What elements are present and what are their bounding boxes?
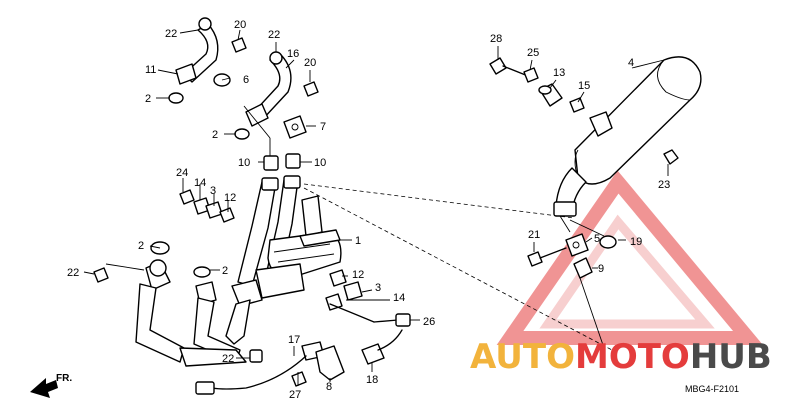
callout-4: 4 [628,57,634,69]
gasket-10-a [263,155,279,171]
callout-11: 11 [145,64,156,76]
collar-3-b [343,281,363,301]
bolt-21 [527,247,567,267]
muffler [553,56,702,233]
callout-24: 24 [176,167,188,179]
callout-20: 20 [234,19,246,31]
callout-2: 2 [222,265,228,277]
nut-12-a [219,207,235,223]
nut-12-b [329,269,347,287]
clamp-7 [283,115,307,139]
front-direction-arrow: FR. [30,373,72,398]
gasket-10-b [285,153,301,169]
callout-3: 3 [210,185,216,197]
lower-pipe-right [225,279,263,345]
watermark-logo [496,170,763,345]
callout-21: 21 [528,229,540,241]
callout-22: 22 [222,353,234,365]
callout-18: 18 [366,374,378,386]
callout-17: 17 [288,334,300,346]
bolt-28 [489,57,529,77]
callout-12: 12 [224,192,236,204]
callout-5: 5 [594,233,600,245]
callout-10: 10 [314,157,326,169]
callout-27: 27 [289,389,301,401]
diagram-code: MBG4-F2101 [685,384,739,394]
front-direction-label: FR. [56,373,72,384]
callout-6: 6 [243,74,249,86]
callout-8: 8 [326,381,332,393]
callout-7: 7 [320,121,326,133]
collar-13 [538,83,563,107]
callout-28: 28 [490,33,502,45]
callout-22: 22 [165,28,177,40]
bolt-20-b [303,81,319,97]
exhaust-collector-1 [237,175,342,299]
callout-14: 14 [194,177,206,189]
callout-3: 3 [375,282,381,294]
gasket-2-a [168,92,184,104]
callout-13: 13 [553,67,565,79]
callout-20: 20 [304,57,316,69]
nut-23 [663,149,679,165]
callout-25: 25 [527,47,539,59]
callout-22: 22 [268,29,280,41]
callout-2: 2 [212,129,218,141]
callout-2: 2 [138,240,144,252]
lower-pipe-middle [179,281,247,367]
sensor-18 [361,329,403,365]
nut-22-bottom [249,349,263,363]
watermark-wordmark: AUTOMOTOHUB [470,337,772,377]
upper-pipe-11 [175,17,219,85]
gasket-5 [565,233,589,257]
callout-14: 14 [393,292,405,304]
callout-10: 10 [238,157,250,169]
callout-16: 16 [287,48,299,60]
callout-2: 2 [145,93,151,105]
washer-15 [569,97,585,113]
bolt-27 [291,371,307,387]
bolt-20-a [231,37,247,53]
watermark-hub: HUB [690,337,772,377]
upper-pipe-16 [245,51,292,127]
nut-22-left [93,267,109,283]
watermark-moto: MOTO [575,337,690,377]
lower-pipe-left [135,259,185,363]
watermark-auto: AUTO [470,337,575,377]
bolt-24 [179,189,195,205]
callout-22: 22 [67,267,79,279]
sensor-26 [329,303,411,327]
callout-15: 15 [578,80,590,92]
svg-text:AUTOMOTOHUB: AUTOMOTOHUB [470,337,772,377]
callout-9: 9 [598,263,604,275]
callout-26: 26 [423,316,435,328]
gasket-19 [599,235,617,249]
leader-lines [83,29,669,386]
callouts: 22 20 11 6 2 22 16 20 2 7 10 10 1 24 14 … [67,19,670,401]
gasket-2-d [193,266,211,278]
washer-14-b [325,293,343,311]
callout-19: 19 [630,236,642,248]
bracket-8 [315,345,345,381]
collar-9 [573,257,593,279]
callout-12: 12 [352,269,364,281]
callout-1: 1 [355,235,361,247]
gasket-2-b [234,128,250,140]
nut-25 [523,67,539,83]
callout-23: 23 [658,179,670,191]
